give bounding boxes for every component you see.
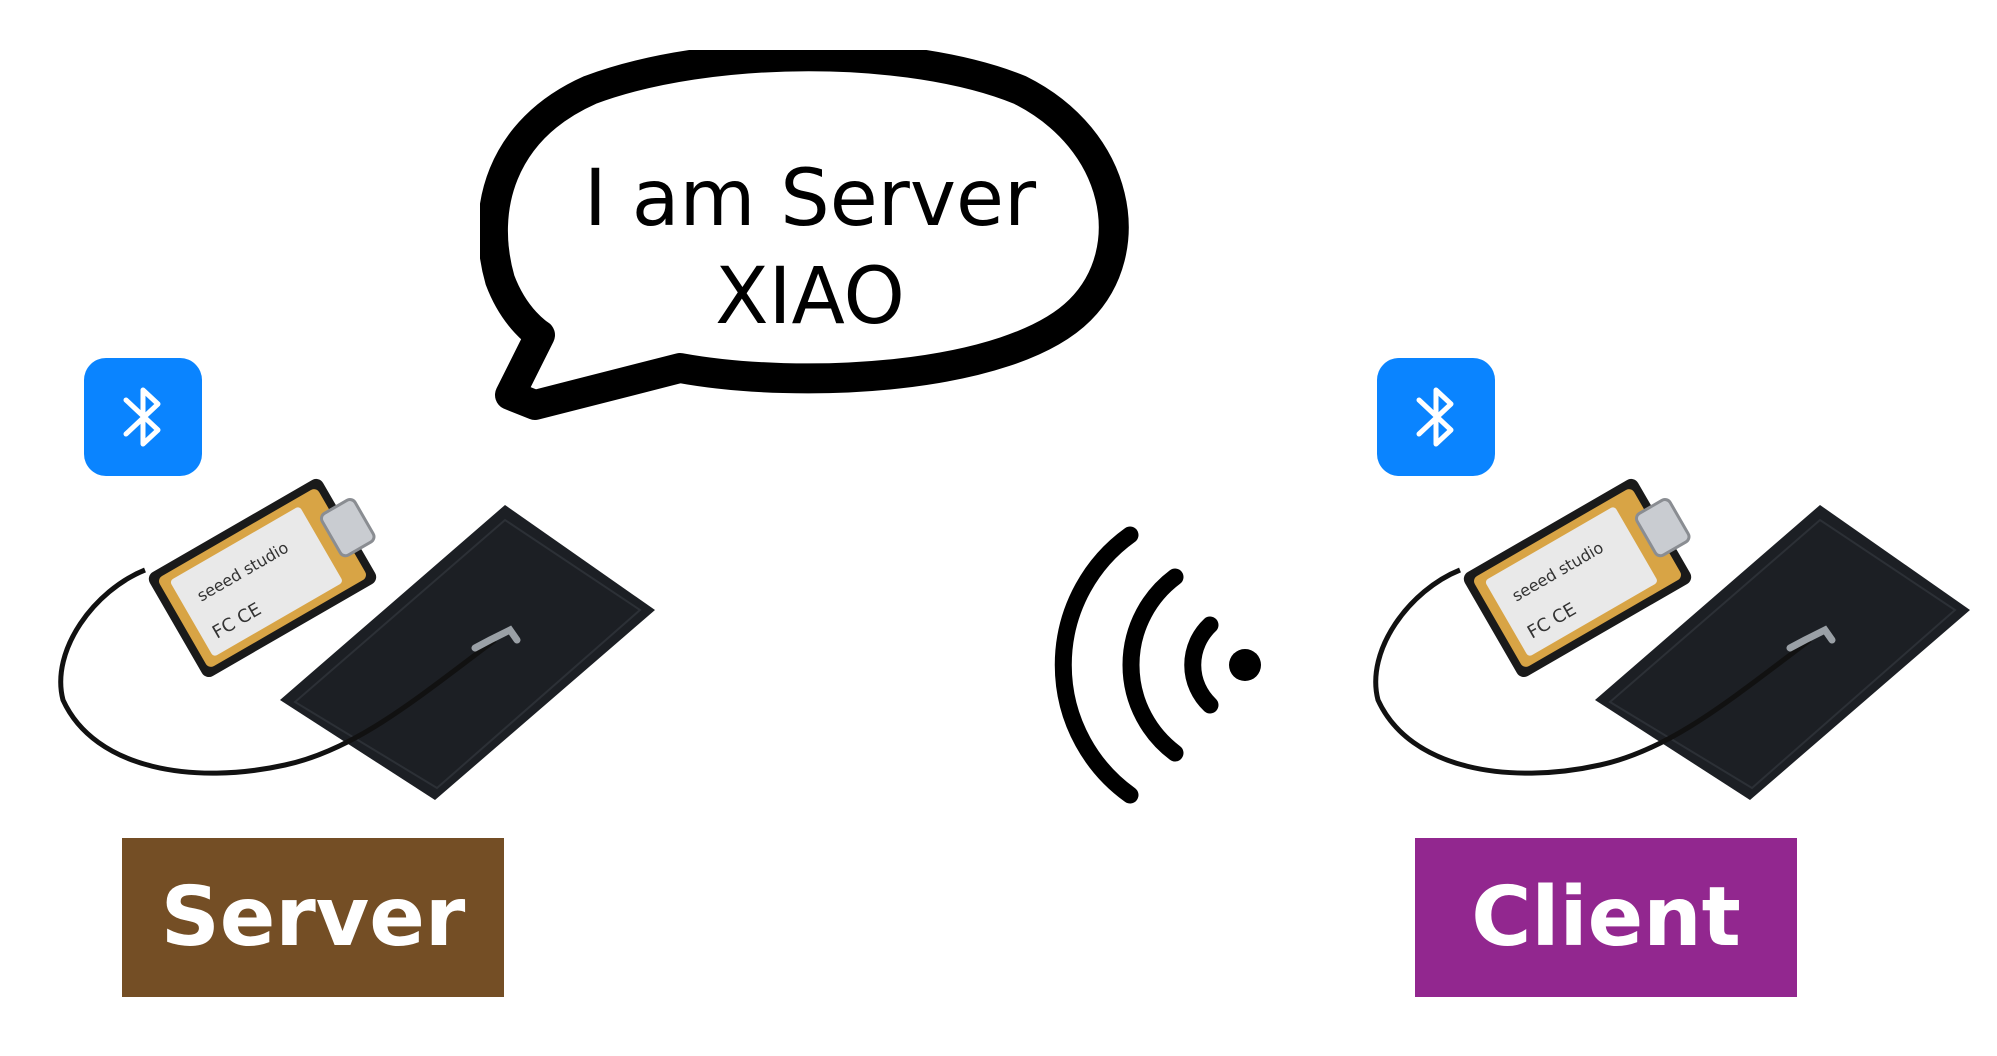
client-label: Client	[1415, 838, 1797, 997]
wireless-signal-icon	[1054, 526, 1261, 804]
server-label: Server	[122, 838, 504, 997]
bubble-text: I am Server XIAO	[500, 150, 1120, 346]
server-label-text: Server	[160, 870, 466, 965]
bubble-line-1: I am Server	[583, 154, 1037, 244]
client-bluetooth-icon	[1377, 358, 1495, 476]
speech-bubble	[480, 50, 1129, 420]
bubble-line-2: XIAO	[715, 252, 905, 342]
server-bluetooth-icon	[84, 358, 202, 476]
client-label-text: Client	[1471, 870, 1741, 965]
client-xiao-board: seeed studio FC CE	[1373, 478, 1970, 800]
server-xiao-board: seeed studio FC CE	[58, 478, 655, 800]
